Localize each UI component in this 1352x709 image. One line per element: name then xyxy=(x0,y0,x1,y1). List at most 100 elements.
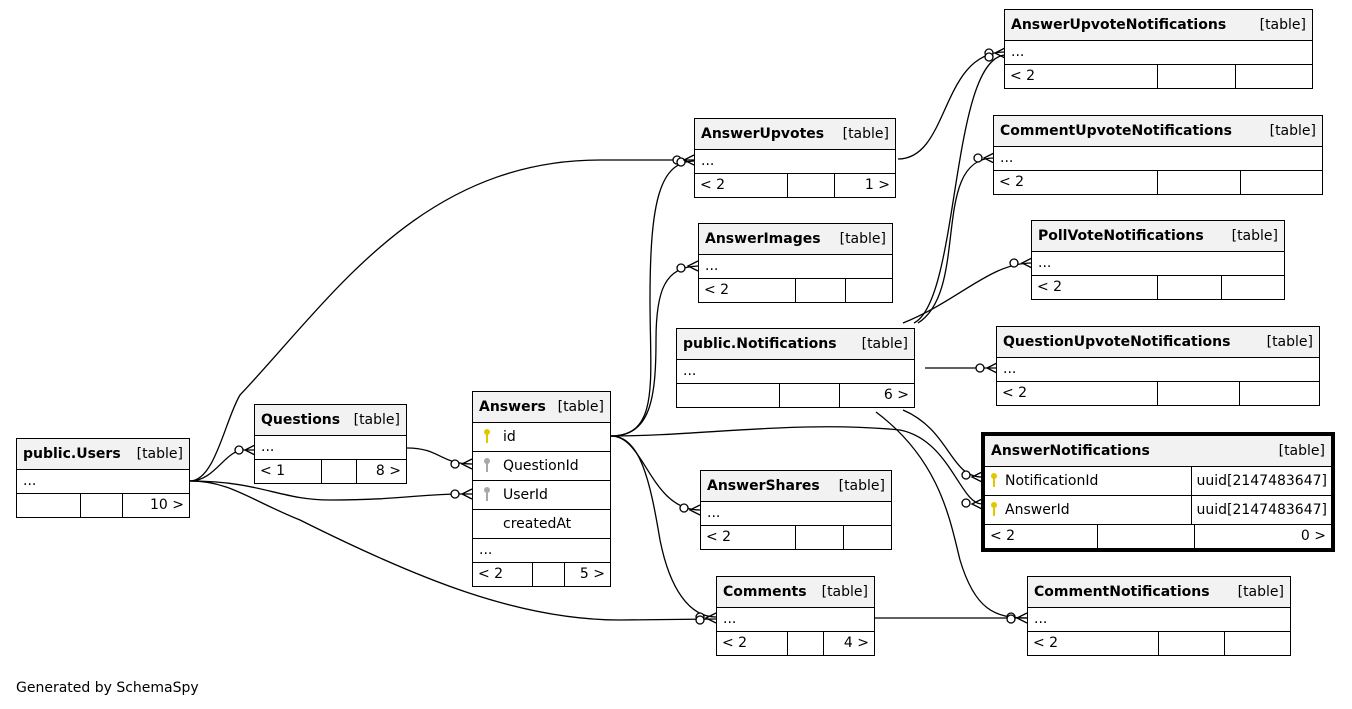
table-kind: [table] xyxy=(353,412,400,428)
children-count xyxy=(1221,276,1284,299)
column-row[interactable]: QuestionId xyxy=(473,451,610,480)
edge-users-answerupvotes xyxy=(189,159,694,482)
edge-answers-answerupvotes xyxy=(610,160,695,437)
children-count xyxy=(1224,632,1290,655)
table-name: AnswerUpvotes xyxy=(701,126,825,142)
foreign-key-icon xyxy=(484,487,490,501)
table-name: CommentUpvoteNotifications xyxy=(1000,123,1232,139)
children-count: 10 > xyxy=(122,494,189,517)
table-name: PollVoteNotifications xyxy=(1038,228,1204,244)
table-kind: [table] xyxy=(861,336,908,352)
children-count xyxy=(1235,65,1312,88)
edge-users-comments xyxy=(189,480,717,621)
parents-count: < 2 xyxy=(1010,68,1036,84)
table-name: Comments xyxy=(723,584,807,600)
table-footer: < 2 xyxy=(701,525,891,549)
column-row[interactable]: UserId xyxy=(473,480,610,509)
edge-answers-answerimages xyxy=(610,265,699,437)
column-name: id xyxy=(503,429,516,445)
table-footer: < 2 5 > xyxy=(473,562,610,586)
foreign-key-icon xyxy=(484,458,490,472)
table-comment-upvote-notifications[interactable]: CommentUpvoteNotifications[table] ... < … xyxy=(993,115,1323,195)
column-name: QuestionId xyxy=(503,458,579,474)
table-footer: < 2 0 > xyxy=(985,524,1331,548)
children-count: 6 > xyxy=(839,384,914,407)
edge-questions-answers xyxy=(406,447,473,465)
parents-count: < 1 xyxy=(260,463,286,479)
column-type: uuid[2147483647] xyxy=(1191,467,1331,495)
table-kind: [table] xyxy=(839,231,886,247)
table-kind: [table] xyxy=(1278,443,1325,459)
table-kind: [table] xyxy=(821,584,868,600)
table-users[interactable]: public.Users[table] ... 10 > xyxy=(16,438,190,518)
columns-ellipsis: ... xyxy=(255,435,406,459)
table-notifications[interactable]: public.Notifications[table] ... 6 > xyxy=(676,328,915,408)
table-answer-upvote-notifications[interactable]: AnswerUpvoteNotifications[table] ... < 2 xyxy=(1004,9,1313,89)
columns-ellipsis: ... xyxy=(997,357,1319,381)
table-footer: < 2 xyxy=(994,170,1322,194)
edge-answers-comments xyxy=(610,435,717,618)
columns-ellipsis: ... xyxy=(1005,40,1312,64)
children-count xyxy=(843,526,891,549)
table-answer-shares[interactable]: AnswerShares [table] ... < 2 xyxy=(700,470,892,550)
table-kind: [table] xyxy=(1231,228,1278,244)
table-name: QuestionUpvoteNotifications xyxy=(1003,334,1231,350)
columns-ellipsis: ... xyxy=(699,254,892,278)
table-footer: < 2 4 > xyxy=(717,631,874,655)
table-footer: < 2 xyxy=(1028,631,1290,655)
columns-ellipsis: ... xyxy=(717,607,874,631)
table-name: CommentNotifications xyxy=(1034,584,1210,600)
children-count: 4 > xyxy=(823,632,874,655)
table-answer-notifications[interactable]: AnswerNotifications[table] NotificationI… xyxy=(981,432,1335,552)
table-answer-images[interactable]: AnswerImages [table] ... < 2 xyxy=(698,223,893,303)
columns-ellipsis: ... xyxy=(473,538,610,562)
parents-count: < 2 xyxy=(704,282,730,298)
table-answer-upvotes[interactable]: AnswerUpvotes[table] ... < 2 1 > xyxy=(694,118,896,198)
table-comment-notifications[interactable]: CommentNotifications[table] ... < 2 xyxy=(1027,576,1291,656)
parents-count: < 2 xyxy=(722,635,748,651)
table-footer: < 2 xyxy=(997,381,1319,405)
edge-notifications-cun xyxy=(917,157,995,324)
columns-ellipsis: ... xyxy=(17,469,189,493)
columns-ellipsis: ... xyxy=(701,501,891,525)
children-count: 1 > xyxy=(834,174,895,197)
table-poll-vote-notifications[interactable]: PollVoteNotifications [table] ... < 2 xyxy=(1031,220,1285,300)
edge-users-questions xyxy=(189,449,255,482)
generated-by-credit: Generated by SchemaSpy xyxy=(16,680,199,696)
parents-count: < 2 xyxy=(1033,635,1059,651)
table-name: public.Users xyxy=(23,446,121,462)
table-footer: < 2 1 > xyxy=(695,173,895,197)
table-kind: [table] xyxy=(557,399,604,415)
parents-count xyxy=(17,494,80,517)
parents-count: < 2 xyxy=(700,177,726,193)
children-count xyxy=(1240,171,1322,194)
table-kind: [table] xyxy=(838,478,885,494)
edge-notifications-pvn xyxy=(902,262,1033,324)
table-kind: [table] xyxy=(1259,17,1306,33)
edge-notifications-aun xyxy=(913,54,1006,324)
edge-users-answers xyxy=(189,480,472,501)
table-name: Answers xyxy=(479,399,546,415)
table-name: public.Notifications xyxy=(683,336,837,352)
parents-count: < 2 xyxy=(990,528,1016,544)
table-name: AnswerImages xyxy=(705,231,821,247)
column-row[interactable]: id xyxy=(473,422,610,451)
table-footer: < 2 xyxy=(1032,275,1284,299)
table-footer: < 2 xyxy=(1005,64,1312,88)
children-count: 8 > xyxy=(356,460,406,483)
parents-count: < 2 xyxy=(1002,385,1028,401)
columns-ellipsis: ... xyxy=(1032,251,1284,275)
parents-count: < 2 xyxy=(706,529,732,545)
table-question-upvote-notifications[interactable]: QuestionUpvoteNotifications[table] ... <… xyxy=(996,326,1320,406)
table-comments[interactable]: Comments [table] ... < 2 4 > xyxy=(716,576,875,656)
table-footer: 6 > xyxy=(677,383,914,407)
table-name: AnswerShares xyxy=(707,478,820,494)
table-answers[interactable]: Answers [table] id QuestionId UserId crea… xyxy=(472,391,611,587)
table-footer: < 2 xyxy=(699,278,892,302)
table-questions[interactable]: Questions[table] ... < 1 8 > xyxy=(254,404,407,484)
column-row[interactable]: createdAt xyxy=(473,509,610,538)
edge-answerupvotes-aun xyxy=(897,51,1006,160)
